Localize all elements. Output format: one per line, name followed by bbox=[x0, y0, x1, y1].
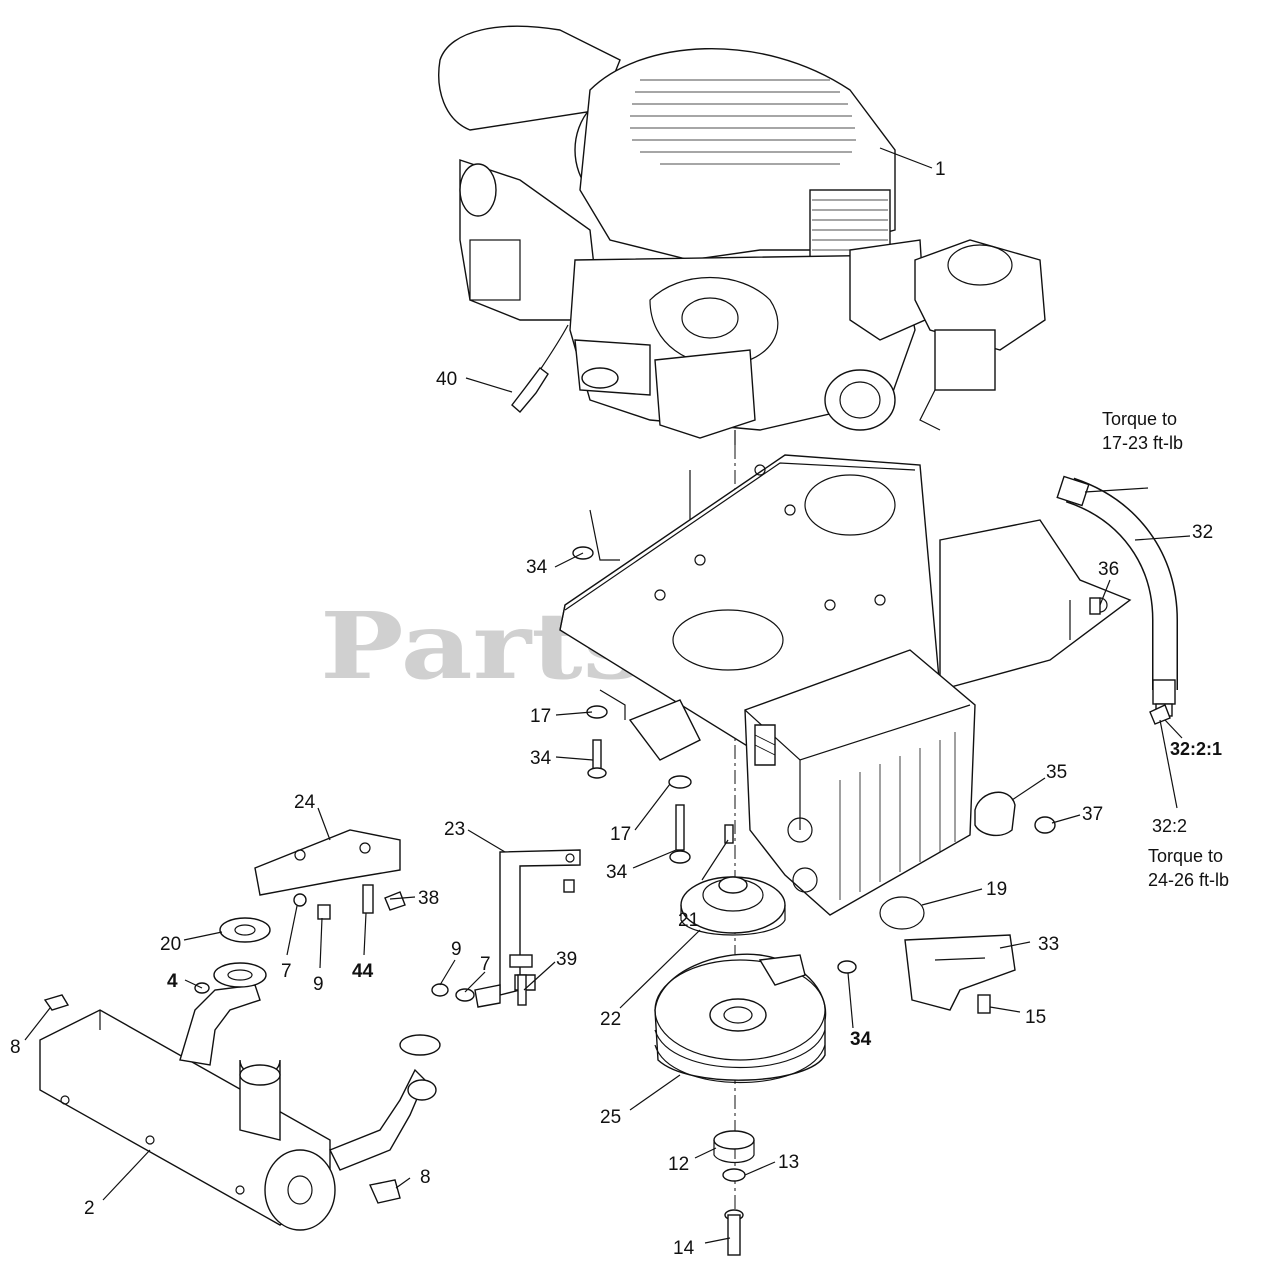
callout-40: 40 bbox=[436, 369, 457, 390]
callout-25: 25 bbox=[600, 1107, 621, 1128]
ref-32-2-1: 32:2:1 bbox=[1170, 739, 1222, 759]
callout-8: 8 bbox=[420, 1167, 431, 1188]
bolts-part-8 bbox=[43, 994, 401, 1204]
clutch-shield-box bbox=[744, 649, 976, 916]
pulley-part-22 bbox=[680, 876, 786, 936]
callout-32: 32 bbox=[1192, 522, 1213, 543]
callout-9: 9 bbox=[451, 939, 462, 960]
callout-44: 44 bbox=[352, 961, 374, 982]
ref-32-2: 32:2 bbox=[1152, 816, 1187, 836]
electric-clutch-part-25 bbox=[654, 953, 827, 1084]
callout-39: 39 bbox=[556, 949, 577, 970]
callout-35: 35 bbox=[1046, 762, 1067, 783]
strap-part-35 bbox=[974, 791, 1016, 837]
exhaust-pipe-part-4 bbox=[179, 962, 441, 1171]
callout-34: 34 bbox=[526, 557, 548, 578]
callout-12: 12 bbox=[668, 1154, 689, 1175]
callout-4: 4 bbox=[167, 971, 178, 992]
hydraulic-hose-part-32 bbox=[1056, 475, 1178, 725]
cable-tie-part-19 bbox=[879, 896, 925, 930]
callout-21: 21 bbox=[678, 910, 699, 931]
callout-7: 7 bbox=[480, 954, 491, 975]
callout-34: 34 bbox=[606, 862, 628, 883]
engine-part-1 bbox=[438, 25, 926, 445]
callout-17: 17 bbox=[530, 706, 551, 727]
callout-36: 36 bbox=[1098, 559, 1119, 580]
leader-lines bbox=[24, 147, 1191, 1244]
bracket-part-24 bbox=[254, 829, 406, 920]
callout-33: 33 bbox=[1038, 934, 1059, 955]
callout-22: 22 bbox=[600, 1009, 621, 1030]
bracket-part-23 bbox=[499, 849, 581, 996]
fasteners-left bbox=[572, 546, 1101, 974]
callout-labels: 1 40 32 34 36 17 34 35 37 24 23 17 34 21… bbox=[10, 159, 1213, 1259]
callout-17: 17 bbox=[610, 824, 631, 845]
callout-37: 37 bbox=[1082, 804, 1103, 825]
callout-7: 7 bbox=[281, 961, 292, 982]
callout-34: 34 bbox=[530, 748, 552, 769]
spark-plug-boot-part-40 bbox=[511, 324, 569, 413]
callout-9: 9 bbox=[313, 974, 324, 995]
callout-1: 1 bbox=[935, 159, 946, 180]
callout-2: 2 bbox=[84, 1198, 95, 1219]
torque-note-upper-line2: 17-23 ft-lb bbox=[1102, 433, 1183, 453]
callout-8: 8 bbox=[10, 1037, 21, 1058]
gasket-part-20 bbox=[219, 917, 271, 943]
callout-19: 19 bbox=[986, 879, 1007, 900]
torque-note-lower-line1: Torque to bbox=[1148, 846, 1223, 866]
callout-20: 20 bbox=[160, 934, 181, 955]
callout-14: 14 bbox=[673, 1238, 695, 1259]
torque-note-lower-line2: 24-26 ft-lb bbox=[1148, 870, 1229, 890]
hardware-center bbox=[431, 974, 527, 1008]
callout-38: 38 bbox=[418, 888, 439, 909]
callout-24: 24 bbox=[294, 792, 316, 813]
bracket-part-33 bbox=[904, 934, 1016, 1014]
torque-notes: Torque to 17-23 ft-lb 32:2:1 32:2 Torque… bbox=[1102, 409, 1229, 890]
callout-15: 15 bbox=[1025, 1007, 1046, 1028]
callout-13: 13 bbox=[778, 1152, 799, 1173]
spacer-washer-bolt bbox=[713, 1130, 755, 1256]
callout-23: 23 bbox=[444, 819, 465, 840]
torque-note-upper-line1: Torque to bbox=[1102, 409, 1177, 429]
hydraulic-pump bbox=[914, 239, 1046, 431]
muffler-part-2 bbox=[39, 1009, 336, 1231]
callout-34: 34 bbox=[850, 1029, 872, 1050]
